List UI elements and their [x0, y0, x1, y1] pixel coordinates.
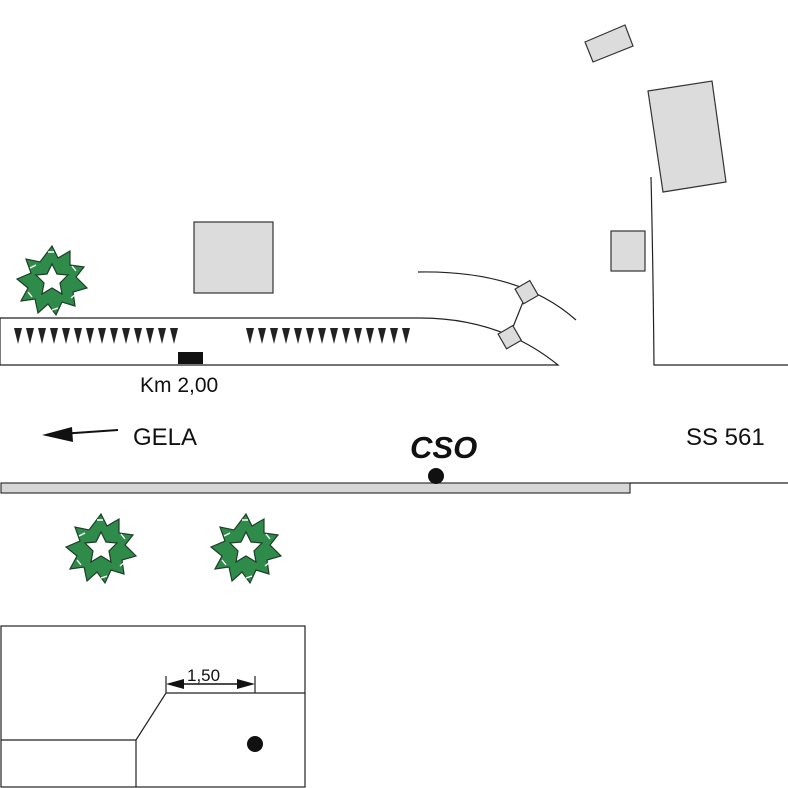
building-square-right	[610, 230, 646, 272]
direction-label: GELA	[133, 424, 197, 451]
inset-detail: 1,50	[0, 625, 306, 788]
signal-box-upper	[514, 279, 540, 305]
road-label: SS 561	[686, 424, 765, 451]
dimension-label: 1,50	[187, 666, 220, 685]
signal-box-lower	[497, 324, 523, 350]
tree-icon	[16, 245, 88, 316]
km-label: Km 2,00	[140, 374, 218, 397]
road-strip	[0, 482, 631, 494]
hedge-row-left	[14, 328, 178, 344]
km-post-icon	[178, 352, 203, 364]
layby-outline	[0, 317, 560, 366]
dimension-line	[166, 679, 255, 689]
arrow-left-icon	[42, 427, 119, 442]
railway-curve	[417, 271, 577, 321]
tree-icon	[65, 513, 137, 584]
side-road-edge	[650, 176, 788, 366]
station-dot-icon	[428, 468, 444, 484]
building-central	[193, 221, 274, 294]
hedge-row-right	[246, 328, 410, 344]
building-large-right	[647, 80, 727, 193]
tree-icon	[210, 513, 282, 584]
station-label: CSO	[410, 430, 477, 465]
building-small-top	[584, 24, 634, 63]
inset-station-dot-icon	[247, 736, 263, 752]
